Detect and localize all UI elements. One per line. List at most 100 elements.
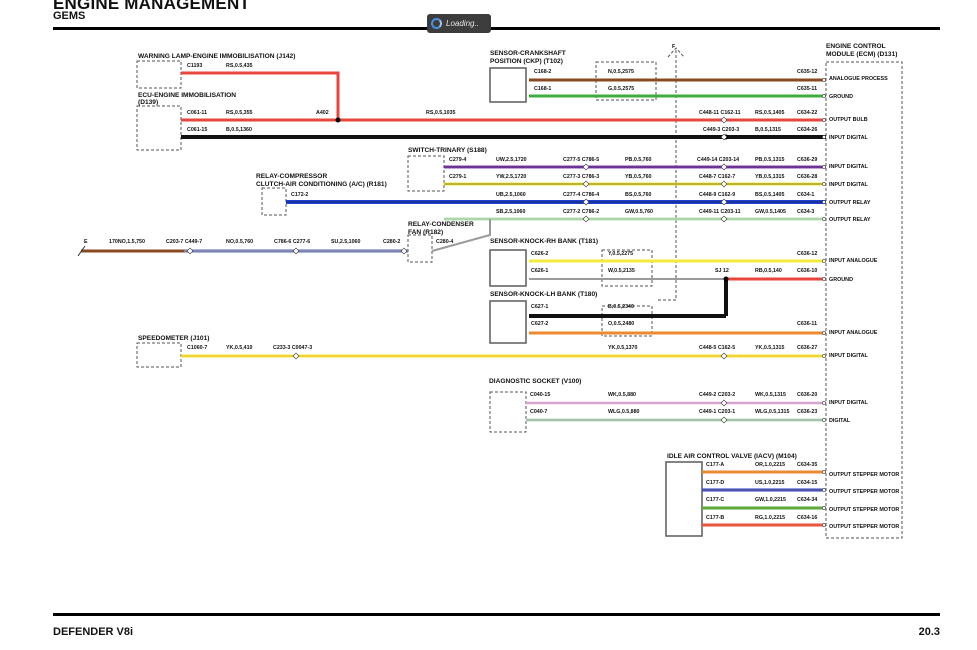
wire-label: 170NO,1.5,750 [109,239,145,245]
pin-terminal [822,118,826,122]
wire-label: A402 [316,110,329,116]
wire-label: C1193 [187,63,202,69]
connector-mark [400,247,408,255]
wire-label: C636-29 [797,157,817,163]
ecm-pin-function: DIGITAL [829,418,851,424]
component-box [489,67,527,103]
connector-mark [582,198,590,206]
wire-label: C277-2 C786-2 [563,209,599,215]
pin-terminal [822,200,826,204]
wire-label: C448-7 C162-7 [699,174,735,180]
wire-label: RB,0.5,140 [755,268,782,274]
wire-label: NO,0.5,760 [226,239,253,245]
connector-mark [292,247,300,255]
wire-label: GW,0.5,1405 [755,209,786,215]
wire-label: C279-1 [449,174,466,180]
wire-label: C626-2 [531,251,548,257]
wire-label: C634-1 [797,192,814,198]
wire-label: YK,0.5,1315 [755,345,785,351]
wire-label: C449-1 C203-1 [699,409,735,415]
ecm-pin-function: ANALOGUE PROCESS [829,76,888,82]
wire-label: RG,1.0,2215 [755,515,785,521]
pin-terminal [822,165,826,169]
wire-label: F [672,44,676,50]
component-label-j142: WARNING LAMP-ENGINE IMMOBILISATION (J142… [138,53,295,60]
wire-label: GW,1.0,2215 [755,497,786,503]
wire-label: UB,2.5,1060 [496,192,526,198]
wire-label: C634-16 [797,515,817,521]
pin-terminal [822,78,826,82]
connector-mark [720,399,728,407]
component-label-t102: SENSOR-CRANKSHAFT [490,50,566,57]
ecm-pin-function: OUTPUT STEPPER MOTOR [829,524,899,530]
connector-mark [720,215,728,223]
wire-label: WLG,0.5,1315 [755,409,789,415]
loading-spinner-icon [431,18,442,29]
wire-label: SU,2.5,1060 [331,239,361,245]
wire-label: B,0.5,2340 [608,304,634,310]
connector-mark [582,180,590,188]
wire-label: C449-3 C203-3 [703,127,739,133]
component-label-r181: CLUTCH-AIR CONDITIONING (A/C) (R181) [256,181,387,188]
wire-label: W,0.5,2135 [608,268,635,274]
wire-label: C168-1 [534,86,551,92]
wire-label: YK,0.5,1370 [608,345,638,351]
wire-label: BS,0.5,760 [625,192,652,198]
component-label-v100: DIAGNOSTIC SOCKET (V100) [489,378,581,385]
component-label-r182: RELAY-CONDENSER [408,221,474,228]
wire-label: C627-2 [531,321,548,327]
wire-label: SB,2.5,1060 [496,209,526,215]
component-label-t181: SENSOR-KNOCK-RH BANK (T181) [490,238,598,245]
wire-label: PB,0.5,1315 [755,157,785,163]
ecm-pin-function: INPUT DIGITAL [829,135,869,141]
pin-terminal [822,94,826,98]
component-label-r181: RELAY-COMPRESSOR [256,173,327,180]
wire-label: E [84,239,88,245]
wire-label: C177-D [706,480,724,486]
wire-label: RS,0.5,1035 [426,110,456,116]
wire-label: C233-3 C0047-3 [273,345,312,351]
ecm-pin-function: OUTPUT BULB [829,117,868,123]
wire-label: C634-35 [797,462,817,468]
ecm-pin-function: INPUT DIGITAL [829,164,869,170]
ecm-pin-function: GROUND [829,277,853,283]
wire-label: C636-12 [797,251,817,257]
ecm-pin-function: INPUT ANALOGUE [829,330,878,336]
wire-label: RS,0.5,435 [226,63,253,69]
component-box-dashed [136,342,182,368]
wire-label: BS,0.5,1405 [755,192,785,198]
wire-label: C627-1 [531,304,548,310]
wire-label: C1060-7 [187,345,207,351]
wire-label: C172-2 [291,192,308,198]
ecm-pin-function: OUTPUT STEPPER MOTOR [829,507,899,513]
wire-immobiliser-lamp [181,71,340,120]
pin-terminal [822,523,826,527]
wire-label: C636-27 [797,345,817,351]
component-box-dashed [136,60,182,89]
wire-label: UW,2.5,1720 [496,157,527,163]
wire-label: C277-3 C786-3 [563,174,599,180]
screen-bus-line [656,47,685,301]
wire-label: C634-3 [797,209,814,215]
wire-label: C634-15 [797,480,817,486]
wire-label: C786-6 C277-6 [274,239,310,245]
component-label-d131: MODULE (ECM) (D131) [826,51,897,58]
wire-label: C203-7 C449-7 [166,239,202,245]
splice-junction [723,276,729,282]
wire-label: C449-14 C203-14 [697,157,739,163]
wire-label: C448-9 C162-9 [699,192,735,198]
pin-terminal [822,217,826,221]
wire-label: C635-12 [797,69,817,75]
wire-label: C449-11 C203-11 [699,209,741,215]
page-title: ENGINE MANAGEMENT [53,0,251,13]
wire-label: PB,0.5,760 [625,157,652,163]
component-label-t180: SENSOR-KNOCK-LH BANK (T180) [490,291,597,298]
component-label-d139: ECU-ENGINE IMMOBILISATION [138,92,236,99]
component-label-j101: SPEEDOMETER (J101) [138,335,209,342]
wire-label: YW,2.5,1720 [496,174,526,180]
wire-label: C177-A [706,462,724,468]
pin-terminal [822,401,826,405]
wire-label: C277-5 C786-5 [563,157,599,163]
wire-label: C280-4 [436,239,453,245]
